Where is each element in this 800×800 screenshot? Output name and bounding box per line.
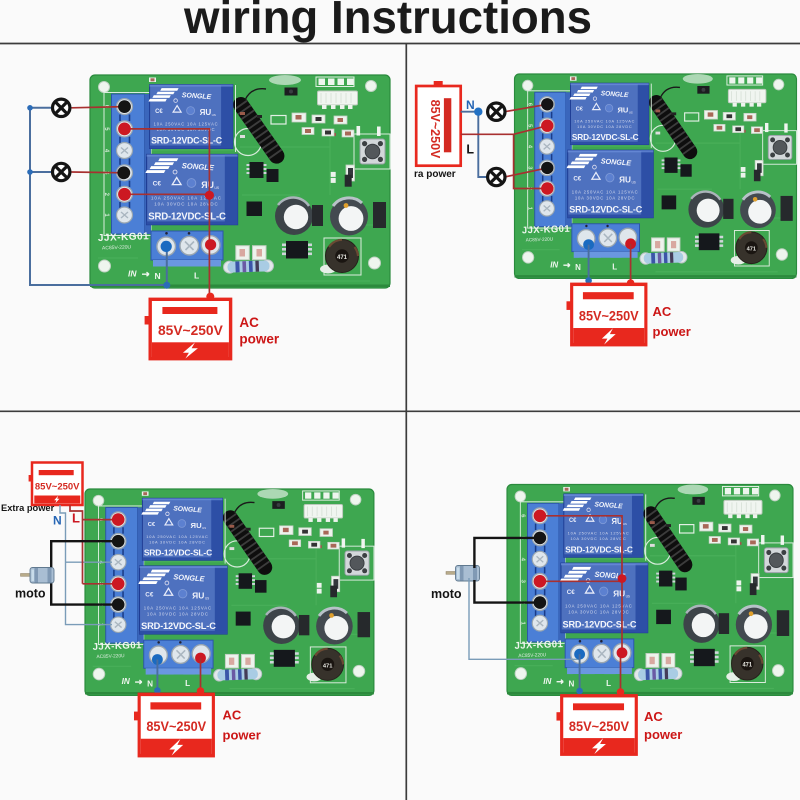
svg-text:N: N — [53, 514, 62, 528]
svg-text:wiring Instructions: wiring Instructions — [183, 0, 592, 43]
svg-text:AC: AC — [644, 709, 663, 724]
svg-text:power: power — [653, 324, 691, 339]
svg-text:AC: AC — [653, 304, 672, 319]
svg-text:power: power — [223, 728, 261, 743]
svg-text:85V~250V: 85V~250V — [428, 100, 442, 159]
svg-text:L: L — [72, 511, 80, 526]
svg-text:AC: AC — [239, 315, 259, 330]
svg-text:moto: moto — [15, 587, 46, 601]
svg-text:85V~250V: 85V~250V — [35, 482, 80, 493]
svg-text:Extra power: Extra power — [1, 503, 55, 513]
svg-text:power: power — [239, 332, 280, 347]
svg-text:power: power — [644, 727, 682, 742]
svg-text:L: L — [466, 143, 474, 157]
svg-text:AC: AC — [223, 708, 242, 723]
svg-text:ra power: ra power — [414, 169, 456, 180]
svg-text:N: N — [466, 98, 475, 112]
svg-text:moto: moto — [431, 587, 462, 601]
